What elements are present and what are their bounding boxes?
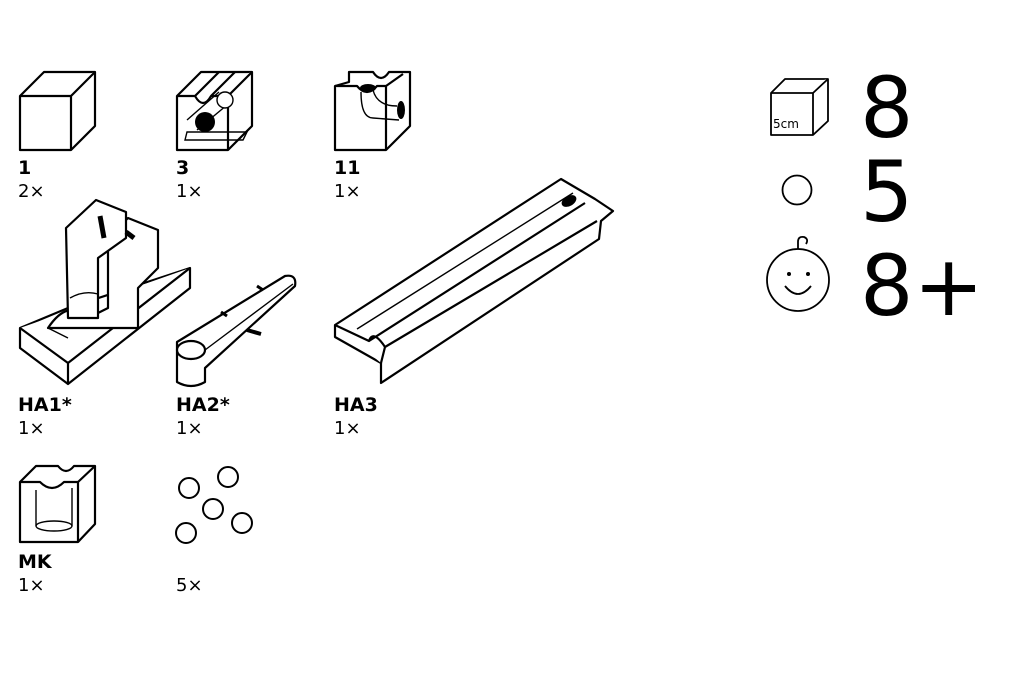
part-name: 11	[334, 157, 361, 179]
part-qty: 2×	[18, 181, 45, 202]
cube-1-icon	[18, 70, 97, 152]
cube-size-icon	[770, 78, 829, 136]
ha1-part-icon	[18, 198, 192, 386]
part-name: 1	[18, 157, 32, 179]
age-recommendation: 8+	[860, 237, 984, 335]
part-qty: 1×	[18, 575, 45, 596]
ha2-part-icon	[175, 274, 297, 388]
part-qty: 5×	[176, 575, 203, 596]
part-qty: 1×	[176, 181, 203, 202]
part-qty: 1×	[334, 418, 361, 439]
part-name: HA1*	[18, 394, 72, 416]
ball-count: 5	[860, 143, 914, 241]
ha3-part-icon	[333, 177, 615, 385]
cube-11-icon	[333, 70, 412, 152]
part-name: HA3	[334, 394, 378, 416]
part-name: 3	[176, 157, 190, 179]
ball-icon	[781, 174, 813, 206]
part-name: MK	[18, 551, 52, 573]
part-qty: 1×	[176, 418, 203, 439]
part-qty: 1×	[18, 418, 45, 439]
mk-part-icon	[18, 464, 97, 544]
cube-3-icon	[175, 70, 254, 152]
child-face-icon	[766, 235, 830, 312]
cube-count: 8	[860, 59, 914, 157]
part-name: HA2*	[176, 394, 230, 416]
balls-icon	[175, 466, 253, 544]
cube-size-label: 5cm	[773, 117, 799, 131]
part-qty: 1×	[334, 181, 361, 202]
